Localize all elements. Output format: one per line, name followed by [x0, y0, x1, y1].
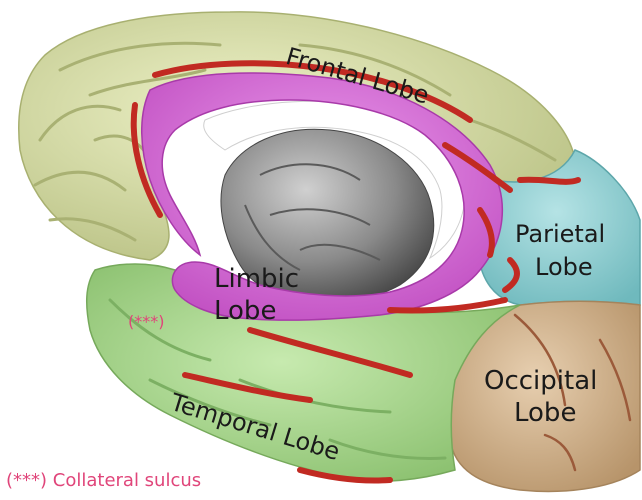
label-parietal-line2: Lobe	[535, 255, 593, 279]
label-occipital-line2: Lobe	[514, 400, 576, 426]
label-limbic-line1: Limbic	[214, 266, 299, 292]
label-collateral-marker: (***)	[128, 314, 164, 330]
footnote-collateral-sulcus: (***) Collateral sulcus	[6, 472, 201, 490]
label-limbic-line2: Lobe	[214, 298, 276, 324]
label-parietal-line1: Parietal	[515, 222, 605, 246]
label-occipital-line1: Occipital	[484, 368, 597, 394]
